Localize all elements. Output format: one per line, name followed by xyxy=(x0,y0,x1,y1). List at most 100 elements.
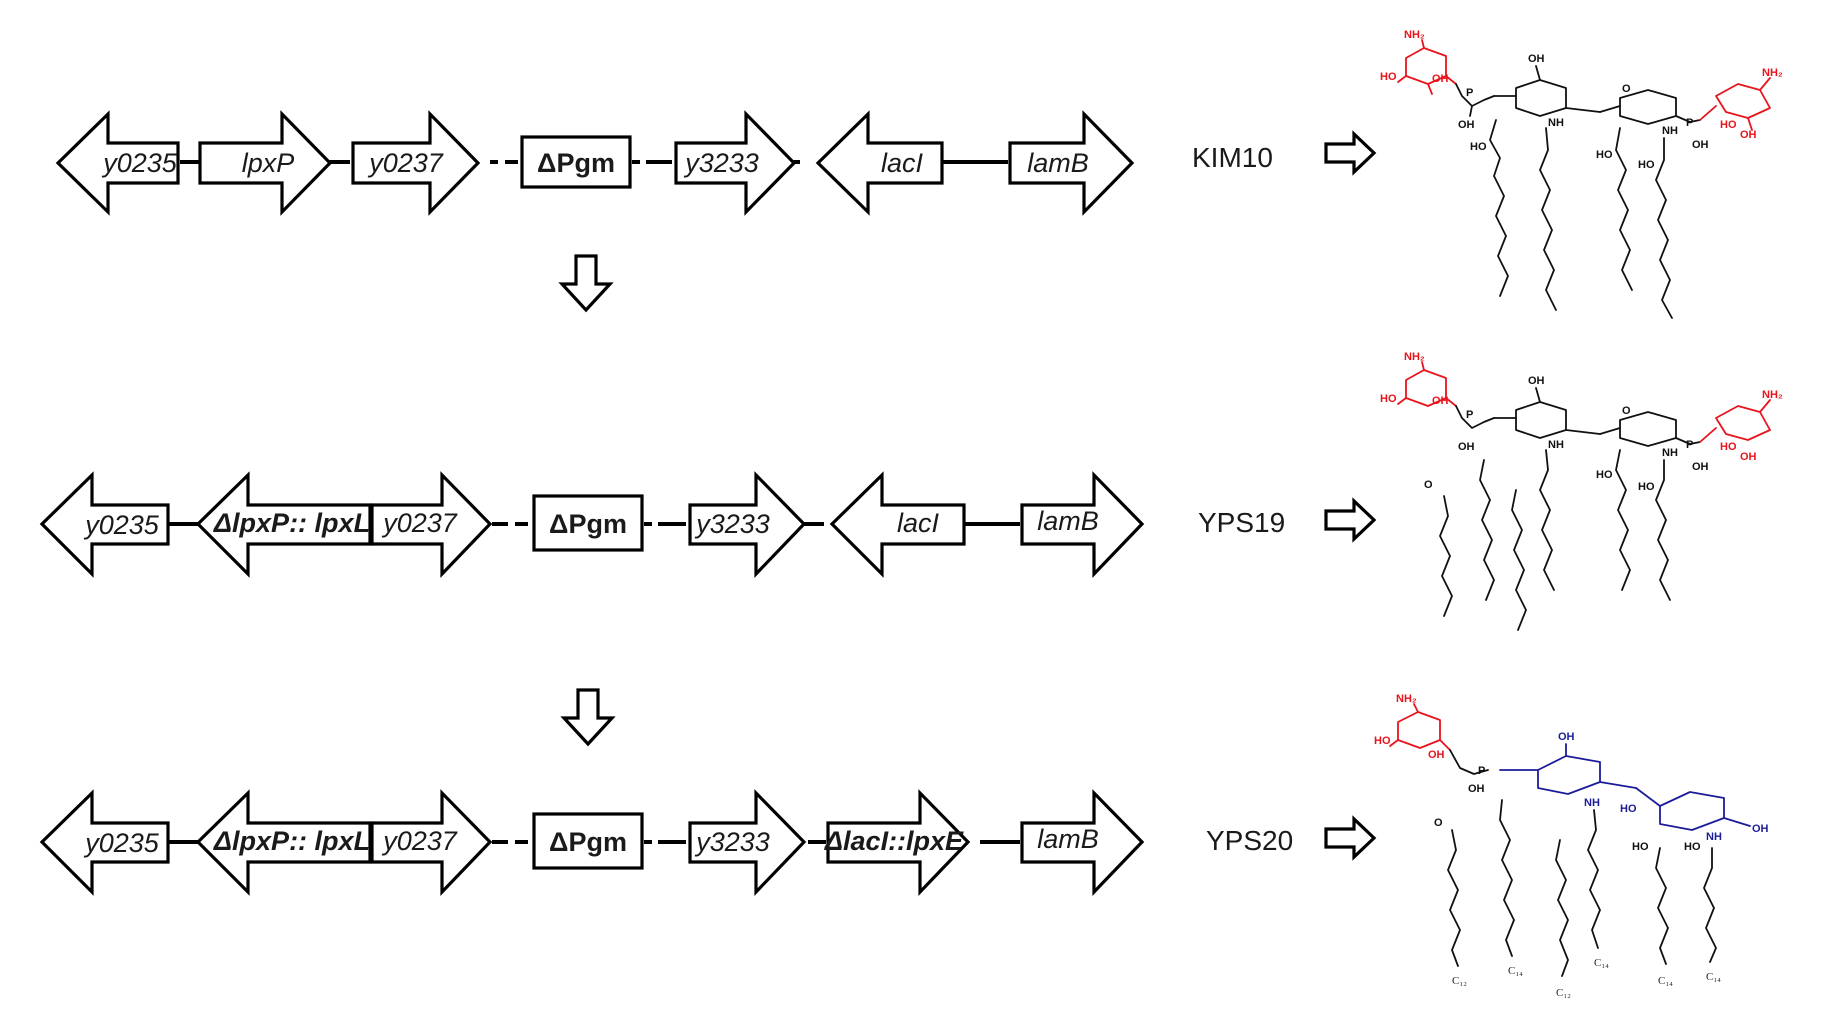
gene-label-y3233: y3233 xyxy=(694,509,770,539)
gene-label-laci: lacI xyxy=(897,508,940,538)
gene-label-y0237: y0237 xyxy=(381,508,458,538)
gene-arrow-lamb xyxy=(1008,110,1135,216)
svg-text:OH: OH xyxy=(1528,53,1545,65)
right-arrow-icon xyxy=(1324,815,1377,861)
gene-box-pgm xyxy=(532,812,644,870)
svg-text:O: O xyxy=(1622,83,1631,95)
svg-text:HO: HO xyxy=(1596,149,1613,161)
svg-text:OH: OH xyxy=(1432,395,1449,407)
gene-label-y0235: y0235 xyxy=(83,828,160,858)
right-arrow-icon xyxy=(1324,130,1377,176)
svg-text:C₁₄: C₁₄ xyxy=(1594,957,1609,969)
svg-text:OH: OH xyxy=(1558,731,1575,743)
gene-arrow-laci-lpxe xyxy=(826,789,971,896)
svg-text:NH: NH xyxy=(1548,117,1564,129)
gene-label-laci: lacI xyxy=(881,148,924,178)
gene-arrow-y0237 xyxy=(351,110,481,216)
gene-label-y0235: y0235 xyxy=(101,148,178,178)
svg-text:NH: NH xyxy=(1548,439,1564,451)
gene-arrow-y3233 xyxy=(688,471,807,578)
gene-arrow-y3233 xyxy=(688,789,807,896)
svg-text:HO: HO xyxy=(1684,841,1701,853)
gene-label-y0235: y0235 xyxy=(83,510,160,540)
svg-text:C₁₄: C₁₄ xyxy=(1706,971,1721,983)
svg-text:P: P xyxy=(1478,765,1485,777)
gene-label-lamb: lamB xyxy=(1037,824,1099,854)
gene-label-lamb: lamB xyxy=(1037,506,1099,536)
gene-label-pgm: ΔPgm xyxy=(549,827,627,857)
gene-label-pgm: ΔPgm xyxy=(549,509,627,539)
gene-arrow-laci xyxy=(829,471,966,578)
svg-text:OH: OH xyxy=(1432,73,1449,85)
gene-arrow-y3233 xyxy=(674,110,797,216)
svg-text:P: P xyxy=(1466,409,1473,421)
svg-text:OH: OH xyxy=(1740,129,1757,141)
svg-text:NH₂: NH₂ xyxy=(1404,29,1425,41)
svg-text:OH: OH xyxy=(1692,139,1709,151)
svg-text:OH: OH xyxy=(1458,441,1475,453)
lipid-a-structure-yps20: NH₂ HO OH P OH OH NH HO NH OH C₁₂ C₁₄ C₁… xyxy=(1374,693,1769,999)
svg-text:O: O xyxy=(1622,405,1631,417)
gene-label-lpxp-lpxl: ΔlpxP:: lpxL xyxy=(213,826,370,856)
svg-text:HO: HO xyxy=(1632,841,1649,853)
svg-text:C₁₂: C₁₂ xyxy=(1556,987,1571,999)
gene-arrow-laci xyxy=(815,110,944,216)
gene-arrow-lpxp-lpxl xyxy=(195,471,372,578)
lipid-a-structure-yps19: NH₂ HO OH P OH OH NH O NH P OH NH₂ HO OH… xyxy=(1380,351,1783,631)
svg-text:NH₂: NH₂ xyxy=(1404,351,1425,363)
gene-arrow-lamb xyxy=(1020,789,1145,896)
svg-text:NH: NH xyxy=(1662,125,1678,137)
svg-text:P: P xyxy=(1466,87,1473,99)
gene-arrow-lpxp xyxy=(198,110,333,216)
svg-text:NH₂: NH₂ xyxy=(1396,693,1417,705)
gene-arrow-lamb xyxy=(1020,471,1145,578)
gene-arrow-y0237 xyxy=(370,789,493,896)
gene-arrow-y0235 xyxy=(39,789,170,896)
gene-label-lamb: lamB xyxy=(1027,148,1089,178)
down-arrow-icon xyxy=(560,688,616,747)
strain-label-kim10: KIM10 xyxy=(1192,142,1273,173)
gene-label-lpxp: lpxP xyxy=(242,148,295,178)
svg-text:HO: HO xyxy=(1638,159,1655,171)
svg-text:OH: OH xyxy=(1752,823,1769,835)
svg-text:P: P xyxy=(1686,117,1693,129)
svg-text:OH: OH xyxy=(1740,451,1757,463)
right-arrow-icon xyxy=(1324,497,1377,543)
gene-label-laci-lpxe: ΔlacI::lpxE xyxy=(824,826,964,856)
gene-arrow-lpxp-lpxl xyxy=(195,789,372,896)
gene-arrow-y0237 xyxy=(370,471,493,578)
svg-text:NH: NH xyxy=(1662,447,1678,459)
svg-text:OH: OH xyxy=(1528,375,1545,387)
gene-label-pgm: ΔPgm xyxy=(537,148,615,178)
svg-text:HO: HO xyxy=(1720,441,1737,453)
strain-label-yps19: YPS19 xyxy=(1198,507,1285,538)
svg-text:O: O xyxy=(1434,817,1443,829)
gene-arrow-y0235 xyxy=(39,471,170,578)
gene-label-y3233: y3233 xyxy=(683,148,759,178)
svg-text:HO: HO xyxy=(1596,469,1613,481)
strain-label-yps20: YPS20 xyxy=(1206,825,1293,856)
svg-text:NH₂: NH₂ xyxy=(1762,67,1783,79)
svg-text:HO: HO xyxy=(1374,735,1391,747)
svg-text:HO: HO xyxy=(1470,141,1487,153)
svg-text:P: P xyxy=(1686,439,1693,451)
svg-text:HO: HO xyxy=(1380,393,1397,405)
svg-text:NH₂: NH₂ xyxy=(1762,389,1783,401)
gene-row-yps20: y0235 ΔlpxP:: lpxL y0237 ΔPgm y3233 Δlac… xyxy=(39,789,1377,896)
svg-text:C₁₂: C₁₂ xyxy=(1452,975,1467,987)
svg-text:O: O xyxy=(1424,479,1433,491)
svg-text:HO: HO xyxy=(1720,119,1737,131)
svg-text:OH: OH xyxy=(1692,461,1709,473)
gene-row-yps19: y0235 ΔlpxP:: lpxL y0237 ΔPgm y3233 lacI… xyxy=(39,471,1377,578)
gene-label-y3233: y3233 xyxy=(694,827,770,857)
svg-text:OH: OH xyxy=(1428,749,1445,761)
down-arrow-icon xyxy=(558,254,614,313)
svg-text:HO: HO xyxy=(1620,803,1637,815)
svg-text:HO: HO xyxy=(1638,481,1655,493)
gene-label-lpxp-lpxl: ΔlpxP:: lpxL xyxy=(213,508,370,538)
svg-text:NH: NH xyxy=(1584,797,1600,809)
svg-text:C₁₄: C₁₄ xyxy=(1658,975,1673,987)
gene-label-y0237: y0237 xyxy=(367,148,444,178)
gene-box-pgm xyxy=(520,135,632,189)
gene-label-y0237: y0237 xyxy=(381,826,458,856)
